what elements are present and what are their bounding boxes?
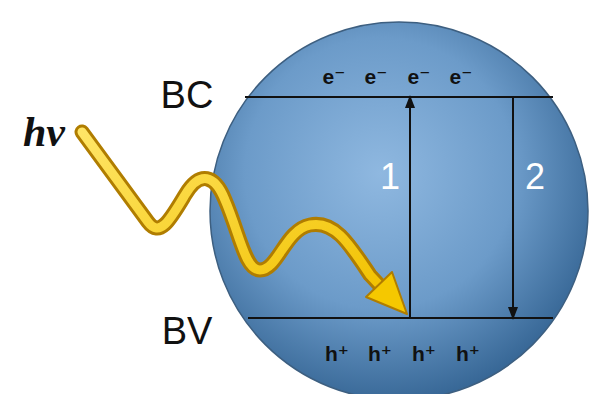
hole-symbol: h⁺ [412, 343, 436, 364]
particle-sphere [210, 22, 588, 394]
arrow-head [508, 307, 518, 320]
excitation-arrow [409, 106, 411, 318]
hole-symbol: h⁺ [325, 343, 349, 364]
electron-symbol: e⁻ [450, 66, 473, 87]
electron-symbol: e⁻ [408, 66, 431, 87]
recombination-arrow [512, 97, 514, 309]
band-label: BC [161, 76, 214, 114]
photon-ray-outline [82, 132, 384, 290]
electron-symbol: e⁻ [365, 66, 388, 87]
photon-arrow-head [366, 272, 407, 314]
hole-symbol: h⁺ [368, 343, 392, 364]
band-label: BV [162, 312, 213, 350]
photon-energy-label: hν [23, 111, 65, 153]
arrow-head [405, 95, 415, 108]
callout-number: 1 [380, 159, 400, 195]
photon-ray [82, 132, 384, 290]
valence-band-line [248, 317, 553, 319]
electron-symbol: e⁻ [323, 66, 346, 87]
hole-symbol: h⁺ [456, 343, 480, 364]
callout-number: 2 [525, 159, 545, 195]
conduction-band-line [245, 96, 553, 98]
